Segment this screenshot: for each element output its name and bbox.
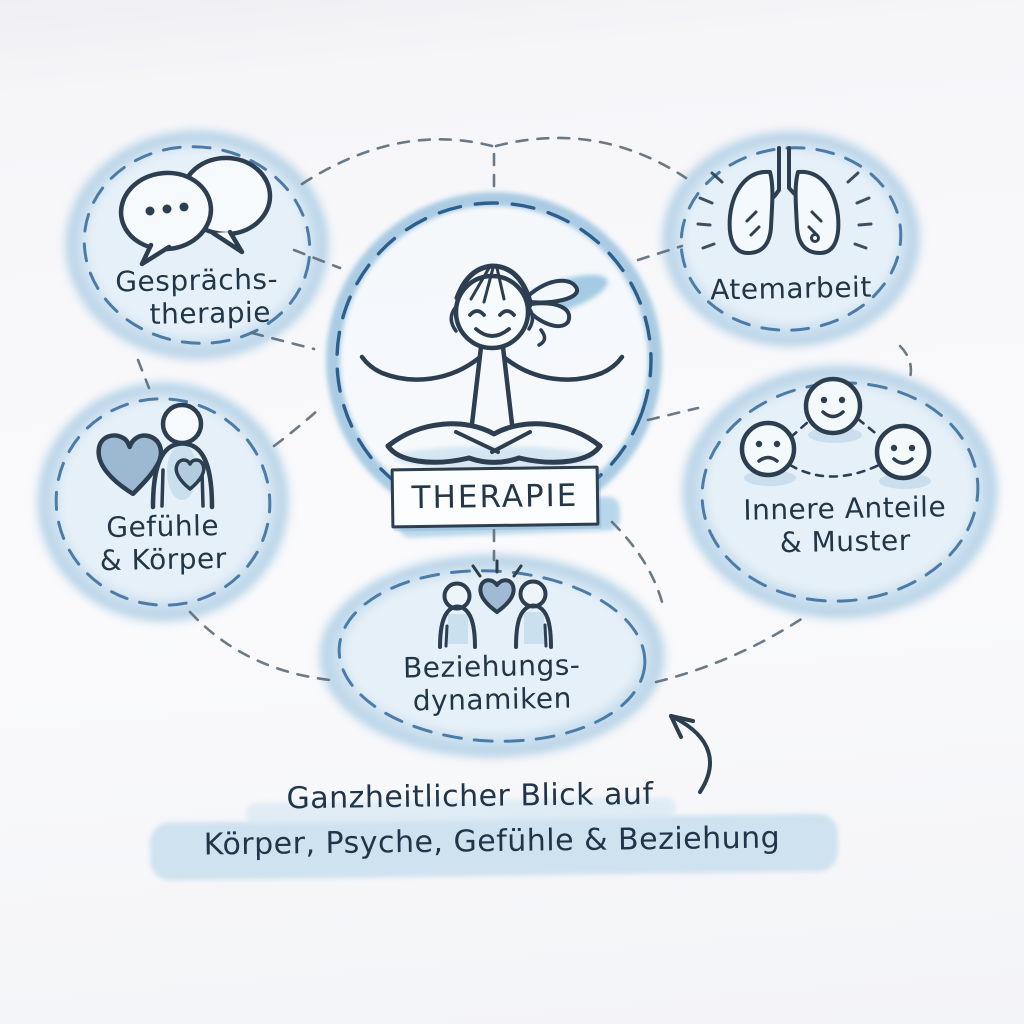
label-line: Atemarbeit bbox=[709, 270, 873, 307]
two-people-heart-icon bbox=[438, 559, 553, 649]
connector-lines bbox=[136, 136, 913, 684]
lungs-icon bbox=[696, 146, 873, 255]
label-line: Gefühle bbox=[106, 509, 220, 544]
label-line: dynamiken bbox=[412, 681, 573, 718]
label-line: Innere Anteile bbox=[742, 490, 947, 527]
bubble-label-atemarbeit: Atemarbeit bbox=[631, 269, 952, 308]
arrow-to-beziehungsdynamiken bbox=[669, 714, 712, 794]
bubble-label-innere-anteile: Innere Anteile & Muster bbox=[664, 489, 1024, 561]
bubble-label-gefuehle-koerper: Gefühle & Körper bbox=[2, 507, 323, 579]
therapie-badge: THERAPIE bbox=[390, 465, 600, 529]
speech-bubbles-icon bbox=[118, 155, 273, 267]
label-line: & Körper bbox=[99, 541, 227, 578]
bubble-label-gespraechstherapie: Gesprächs- therapie bbox=[36, 261, 357, 333]
meditating-person-icon bbox=[359, 263, 625, 465]
label-line: therapie bbox=[149, 295, 272, 331]
bubble-label-beziehungsdynamiken: Beziehungs- dynamiken bbox=[331, 647, 652, 719]
label-line: Beziehungs- bbox=[402, 648, 581, 685]
heart-and-body-icon bbox=[96, 402, 215, 510]
three-faces-icon bbox=[739, 376, 932, 489]
therapie-badge-text: THERAPIE bbox=[411, 477, 579, 517]
label-line: Gesprächs- bbox=[115, 262, 279, 299]
label-line: & Muster bbox=[779, 523, 912, 560]
